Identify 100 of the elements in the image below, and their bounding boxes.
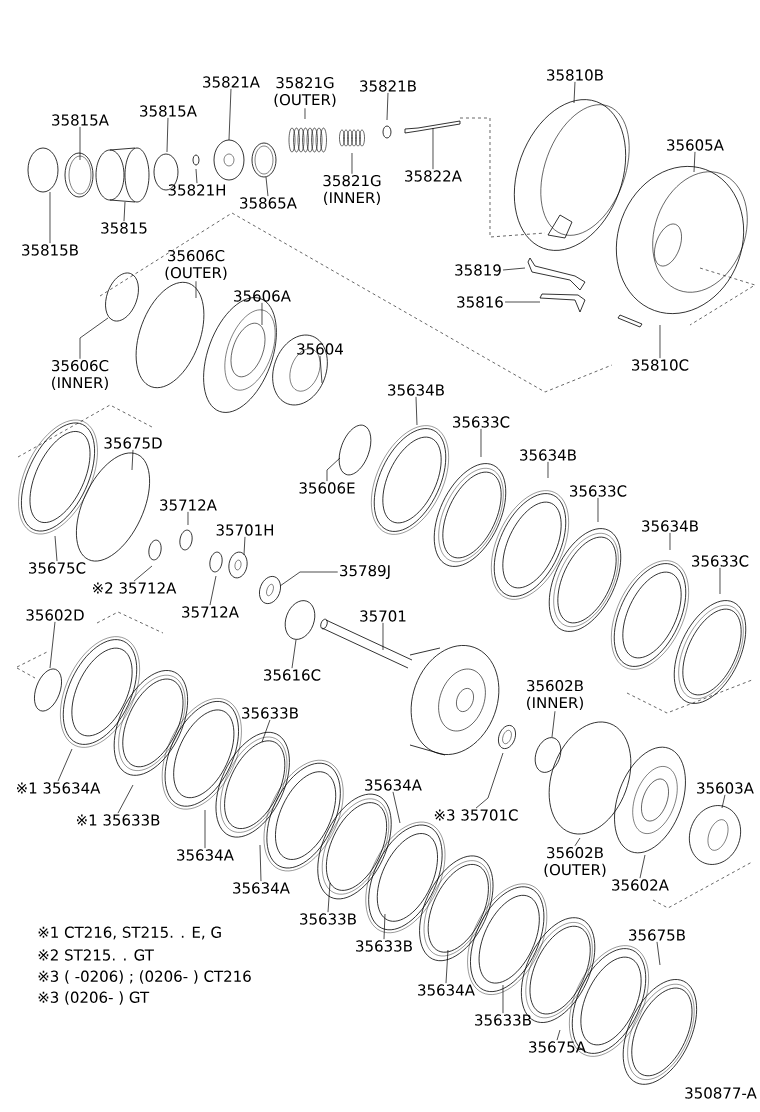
part-number: 35815 — [101, 222, 147, 234]
leader-line — [261, 302, 263, 326]
leader-line — [475, 752, 504, 809]
part-number: 35634A — [418, 984, 475, 996]
leader-line — [556, 1029, 561, 1041]
part-number: 35634A — [233, 882, 290, 894]
footnote: ※3 ( -0206) ; (0206- ) CT216 — [38, 970, 251, 984]
part-number: 35634B — [520, 449, 576, 461]
leader-line — [123, 201, 126, 222]
part-number: 35604 — [297, 343, 343, 355]
leader-line — [228, 88, 232, 141]
part-number: ※1 35633B — [77, 814, 160, 826]
part-number: 35810B — [547, 69, 603, 81]
leader-line — [502, 984, 504, 1014]
part-number: 35701H — [216, 524, 273, 536]
leader-line — [195, 280, 197, 299]
part-number: 35633C — [453, 416, 510, 428]
part-number: 35602B (INNER) — [527, 679, 583, 711]
part-number: 35822A — [405, 170, 462, 182]
part-number: 35606E — [299, 482, 355, 494]
leader-line — [721, 794, 726, 809]
part-number: 35815B — [22, 244, 78, 256]
part-number: 35675B — [629, 929, 685, 941]
footnote: ※2 ST215. . GT — [38, 949, 154, 961]
leader-line — [639, 854, 646, 879]
leader-line — [351, 152, 353, 175]
leader-line — [383, 913, 386, 940]
part-number: 35675A — [529, 1041, 586, 1053]
part-number: 35701 — [360, 610, 406, 622]
leader-line — [117, 784, 134, 814]
leader-line — [386, 92, 389, 121]
leader-line — [279, 571, 339, 587]
part-number: 35634A — [365, 779, 422, 791]
leader-line — [693, 151, 696, 173]
part-number: 35606C (INNER) — [52, 359, 109, 391]
leader-line — [133, 565, 153, 582]
leader-line — [502, 267, 526, 271]
part-number: 35810C — [632, 359, 689, 371]
leader-line — [719, 567, 721, 595]
leader-line — [551, 710, 556, 738]
leader-line — [327, 882, 331, 913]
part-number: 35633B — [300, 913, 356, 925]
part-number: 35819 — [455, 264, 501, 276]
part-number: 35821G (INNER) — [323, 174, 381, 206]
part-number: 35633B — [242, 707, 298, 719]
leader-line — [259, 844, 262, 882]
part-number: 35634A — [177, 849, 234, 861]
leader-line — [504, 301, 541, 303]
leader-line — [669, 532, 671, 551]
part-number: 35789J — [340, 564, 390, 580]
leader-line — [319, 355, 323, 384]
leader-line — [445, 949, 449, 984]
part-number: 35816 — [457, 296, 503, 308]
part-number: 35616C — [264, 669, 321, 681]
part-number: 35633B — [356, 940, 412, 952]
part-number: 35815A — [140, 105, 197, 117]
footnote: ※3 (0206- ) GT — [38, 991, 150, 1005]
part-number: 35675C — [29, 562, 86, 574]
leader-line — [415, 396, 418, 426]
part-number: 35602A — [612, 879, 669, 891]
leader-line — [209, 575, 217, 606]
part-number: 35602B (OUTER) — [544, 846, 606, 878]
leader-line — [49, 621, 56, 669]
part-number: ※2 35712A — [93, 582, 177, 594]
figure-number: 350877-A — [685, 1087, 757, 1099]
leader-line — [547, 461, 549, 479]
leader-line — [659, 324, 661, 359]
part-number: 35712A — [182, 606, 239, 618]
part-number: 35602D — [26, 609, 84, 621]
leader-line — [261, 719, 271, 743]
part-number: 35865A — [240, 197, 297, 209]
leader-line — [187, 511, 189, 526]
part-number: 35821G (OUTER) — [274, 76, 336, 108]
part-number: 35633C — [692, 555, 749, 567]
part-number: ※1 35634A — [17, 782, 101, 794]
leader-line — [392, 791, 401, 824]
leader-line — [656, 941, 661, 966]
part-number: 35605A — [667, 139, 724, 151]
part-number: 35634B — [642, 520, 698, 532]
leader-line — [574, 837, 581, 847]
leader-line — [195, 168, 198, 184]
part-number: ※3 35701C — [434, 809, 518, 821]
leader-line — [54, 535, 58, 562]
leader-line — [166, 117, 169, 153]
part-number: 35821A — [203, 76, 260, 88]
leader-line — [304, 107, 306, 120]
leader-line — [265, 176, 269, 197]
part-number: 35815A — [52, 114, 109, 126]
part-number: 35634B — [388, 384, 444, 396]
part-number: 35603A — [697, 782, 754, 794]
leader-line — [204, 809, 206, 849]
part-number: 35821H — [168, 184, 225, 196]
part-number: 35633C — [570, 485, 627, 497]
leader-line — [326, 457, 341, 482]
leader-line — [79, 126, 81, 161]
part-number: 35675D — [104, 437, 162, 449]
part-number: 35606C (OUTER) — [165, 249, 227, 281]
leader-line — [243, 536, 246, 556]
part-number: 35606A — [234, 290, 291, 302]
leader-line — [382, 622, 384, 651]
